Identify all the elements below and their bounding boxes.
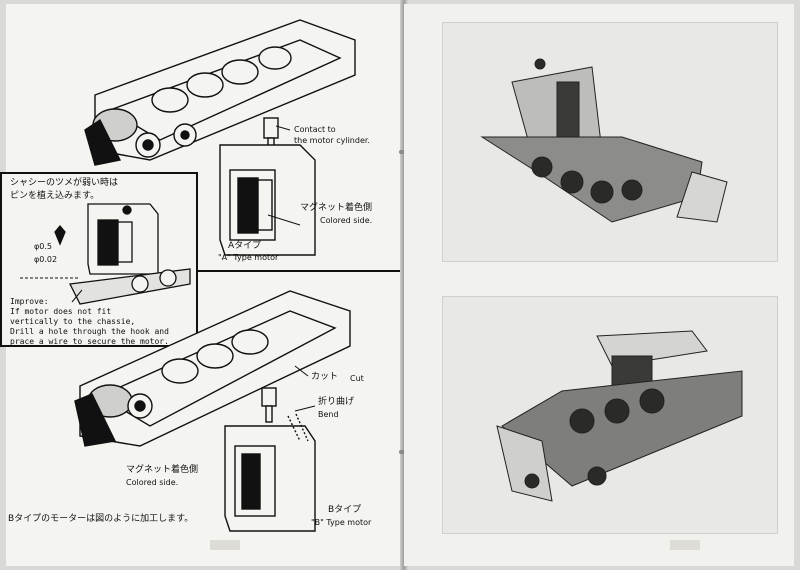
magnet-en-label-b: Colored side.: [126, 478, 179, 487]
type-a-en-label: "A" Type motor: [218, 253, 279, 262]
photo-a-locomotive: [480, 58, 728, 223]
bend-jp-label: 折り曲げ: [318, 397, 355, 407]
top-chassis-illustration: [84, 19, 356, 256]
page-number-mark-left: [210, 540, 240, 550]
section-divider: [6, 270, 400, 272]
bend-en-label: Bend: [318, 410, 339, 419]
improve-title: Improve:: [10, 297, 49, 306]
type-a-jp-label: Aタイプ: [228, 241, 262, 251]
magnet-jp-label-b: マグネット着色側: [126, 465, 199, 475]
inset-jp-line-1: シャシーのツメが弱い時は: [10, 178, 119, 188]
improve-line-3: Drill a hole through the hook and: [10, 327, 169, 336]
dimension-label-2: φ0.02: [34, 255, 58, 264]
type-b-caption: Bタイプのモーターは図のように加工します。: [8, 514, 194, 524]
improve-line-1: If motor does not fit: [10, 307, 112, 316]
cut-jp-label: カット: [311, 372, 339, 382]
improve-line-4: prace a wire to secure the motor.: [10, 337, 169, 346]
improve-line-2: vertically to the chassie,: [10, 317, 136, 326]
photo-b-locomotive: [496, 330, 743, 502]
inset-motor-illustration: [20, 203, 191, 305]
dimension-label-1: φ0.5: [34, 242, 52, 251]
magnet-jp-label-a: マグネット着色側: [300, 203, 373, 213]
magnet-en-label-a: Colored side.: [320, 216, 373, 225]
cut-en-label: Cut: [350, 374, 364, 383]
inset-jp-line-2: ピンを植え込みます。: [10, 191, 100, 201]
type-b-en-label: "B" Type motor: [311, 518, 372, 527]
bottom-chassis-illustration: [74, 290, 351, 532]
type-b-jp-label: Bタイプ: [328, 505, 362, 515]
inset-improve-box: [0, 172, 198, 347]
contact-label-1: Contact to: [294, 125, 336, 134]
contact-label-2: the motor cylinder.: [294, 136, 370, 145]
page-number-mark-right: [670, 540, 700, 550]
